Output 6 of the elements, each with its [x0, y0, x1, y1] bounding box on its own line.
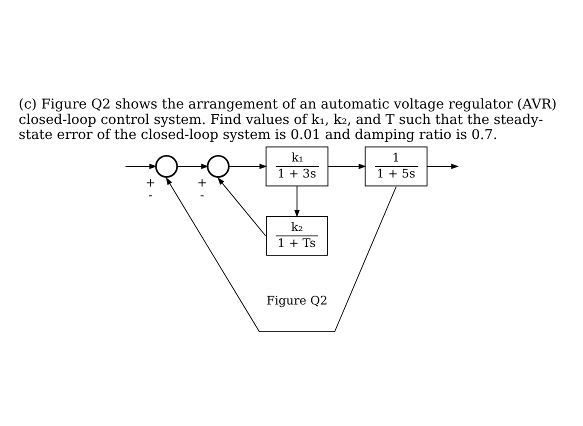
node-label: - [148, 188, 152, 202]
node-label: - [200, 188, 204, 202]
node-label: + [197, 175, 208, 190]
diagram-title: (c) Figure Q2 shows the arrangement of an automatic voltage regulator (AVR) closed-loop control system. Find values of k₁, k₂, and T such that the steady-state error of the closed-loop system is 0.01 and damping ratio is 0.7. [18, 96, 557, 144]
node-label: + [145, 175, 156, 190]
caption: Figure Q2 [266, 293, 328, 308]
